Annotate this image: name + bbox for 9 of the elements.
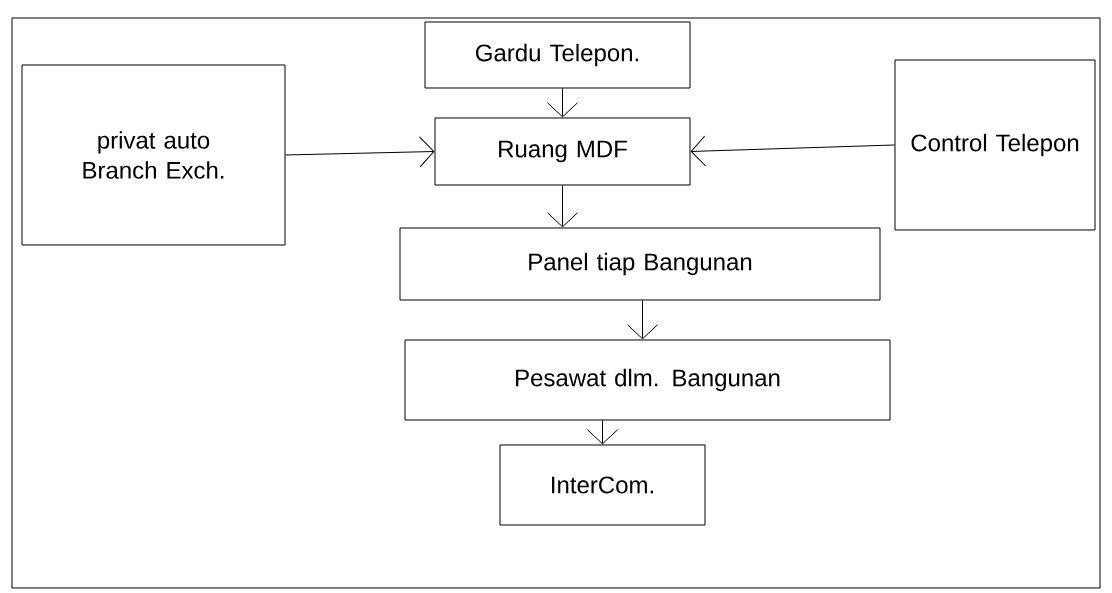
- process-box: privat auto Branch Exch.: [21, 64, 286, 246]
- arrow: [285, 136, 435, 168]
- arrow: [690, 135, 895, 167]
- process-box: Control Telepon: [894, 59, 1096, 231]
- process-box: Gardu Telepon.: [424, 21, 691, 89]
- process-box: InterCom.: [499, 444, 706, 526]
- process-box: Panel tiap Bangunan: [399, 227, 881, 301]
- process-box: Pesawat dlm. Bangunan: [404, 339, 891, 421]
- process-box: Ruang MDF: [434, 117, 691, 186]
